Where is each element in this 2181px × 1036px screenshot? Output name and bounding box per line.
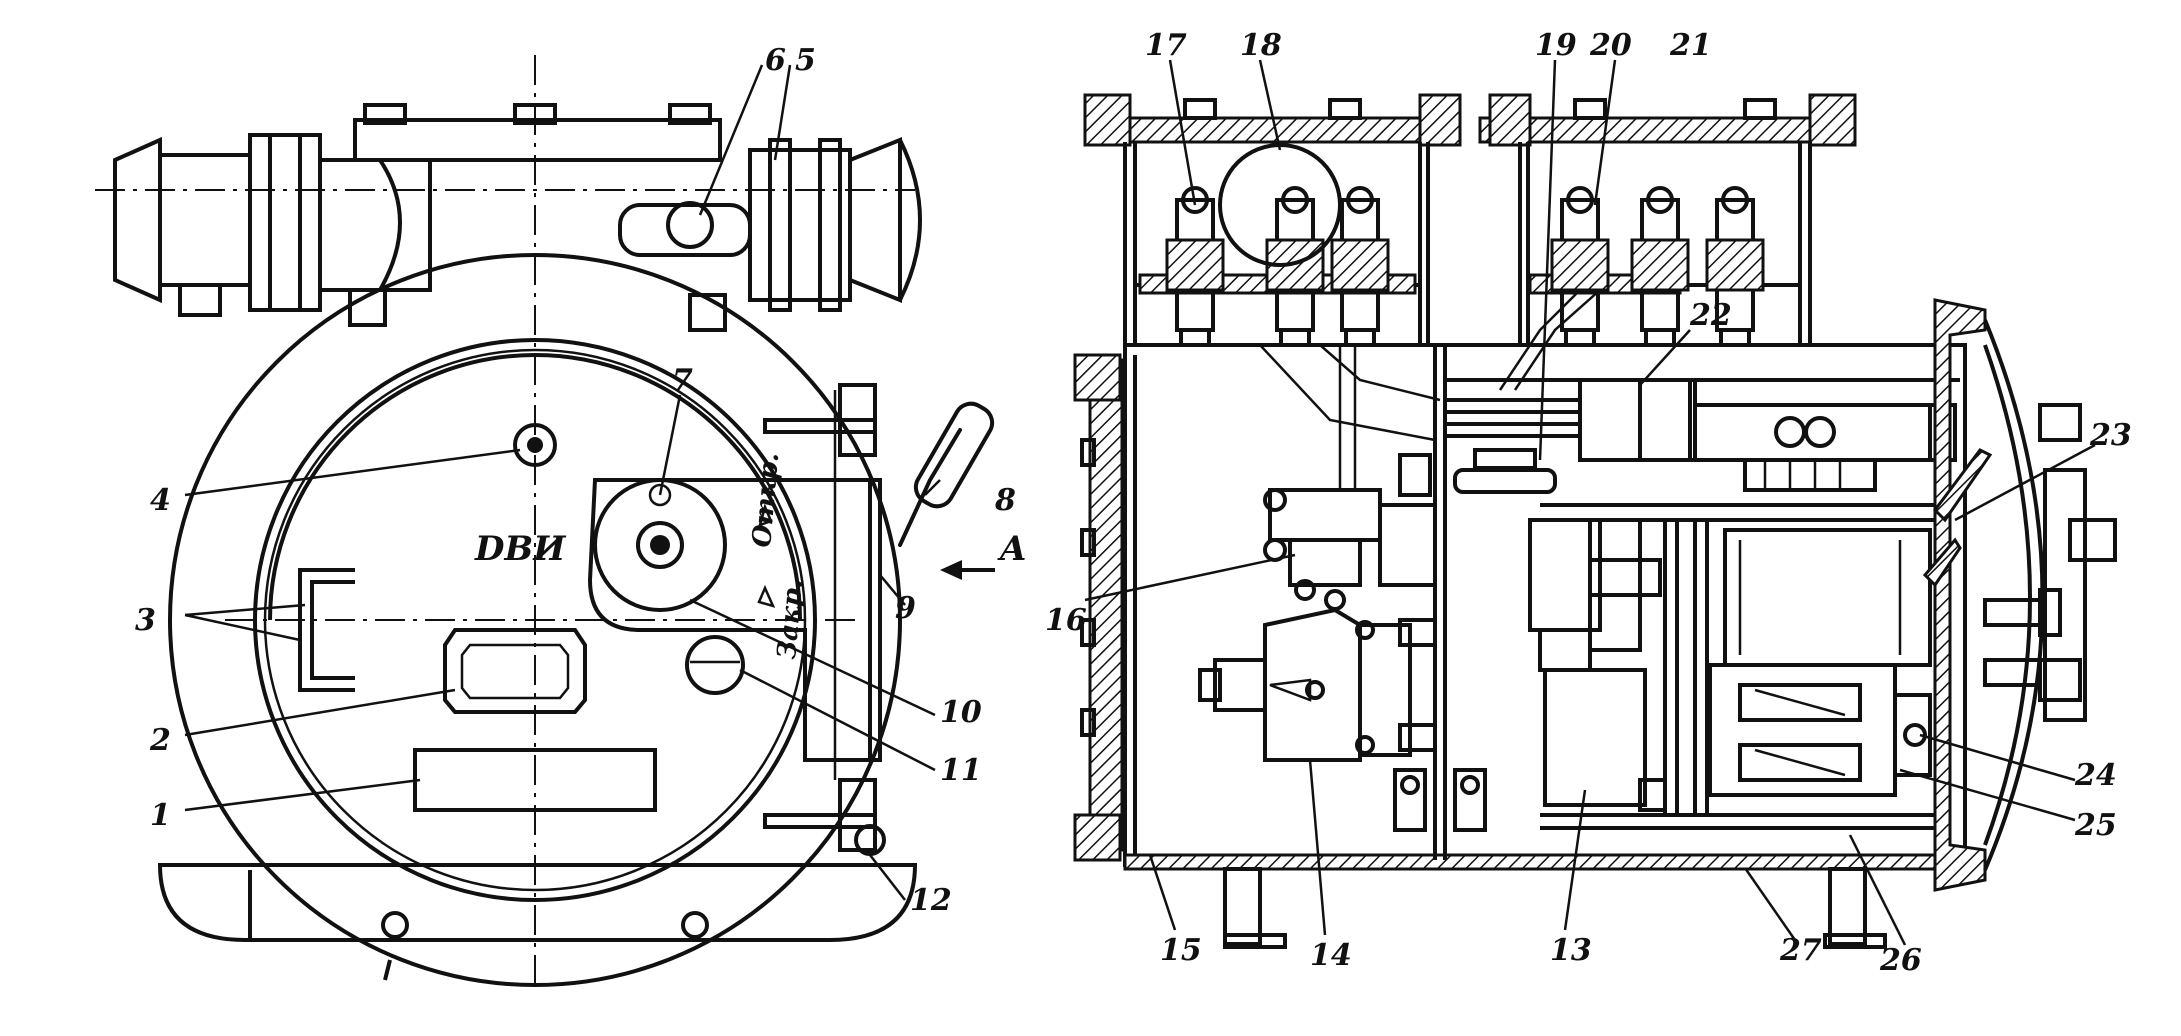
left-cable-gland (113, 133, 432, 327)
relay-block-icon (1578, 378, 1957, 462)
callout-9: 9 (895, 591, 916, 626)
callout-22: 22 (1689, 298, 1732, 333)
callout-12: 12 (910, 883, 952, 918)
callout-23: 23 (2089, 418, 2132, 453)
callout-13: 13 (1550, 933, 1592, 968)
callout-6: 6 (765, 43, 786, 78)
operating-lever-icon[interactable] (898, 398, 998, 547)
hinged-cover (1933, 298, 2117, 892)
cover-bolt-icon (513, 423, 557, 467)
fuse-holder-icon (1263, 453, 1437, 611)
sled-base (157, 824, 918, 981)
switch-drive-housing (587, 383, 882, 852)
callout-25: 25 (2074, 808, 2117, 843)
right-cable-gland (618, 137, 922, 332)
contactor-icon (1528, 518, 1667, 812)
front-view: DВИ Откр. Закр. A (95, 43, 1026, 987)
callout-10: 10 (940, 695, 982, 730)
callout-20: 20 (1589, 28, 1632, 63)
callout-4: 4 (150, 483, 171, 518)
callout-27: 27 (1779, 933, 1822, 968)
callout-8: 8 (994, 483, 1016, 518)
inspection-window-icon (443, 628, 587, 714)
transformer-icon (1198, 607, 1437, 762)
callout-24: 24 (2074, 758, 2117, 793)
callout-18: 18 (1240, 28, 1282, 63)
callout-16: 16 (1045, 603, 1087, 638)
callout-7: 7 (672, 363, 693, 398)
callout-5: 5 (795, 43, 816, 78)
callout-2: 2 (149, 723, 171, 758)
callout-1: 1 (150, 798, 171, 833)
terminal-insulators-right (1550, 186, 1765, 347)
callout-26: 26 (1879, 943, 1922, 978)
callout-11: 11 (940, 753, 982, 788)
callout-14: 14 (1310, 938, 1352, 973)
front-view-leaders (184, 64, 941, 901)
callout-17: 17 (1145, 28, 1187, 63)
callout-19: 19 (1535, 28, 1577, 63)
callout-15: 15 (1160, 933, 1202, 968)
callout-3: 3 (135, 603, 156, 638)
section-view: 13 14 15 16 17 18 19 20 21 22 23 24 25 2… (1045, 28, 2132, 978)
switching-apparatus-icon (1723, 528, 1932, 667)
section-view-leaders (1084, 59, 2096, 946)
lock-screw-icon (685, 635, 745, 695)
view-direction-label: A (997, 529, 1026, 569)
carry-handle-icon (298, 568, 355, 692)
coil-assembly-icon (1708, 663, 1932, 797)
callout-21: 21 (1669, 28, 1712, 63)
device-marking: DВИ (474, 529, 566, 569)
